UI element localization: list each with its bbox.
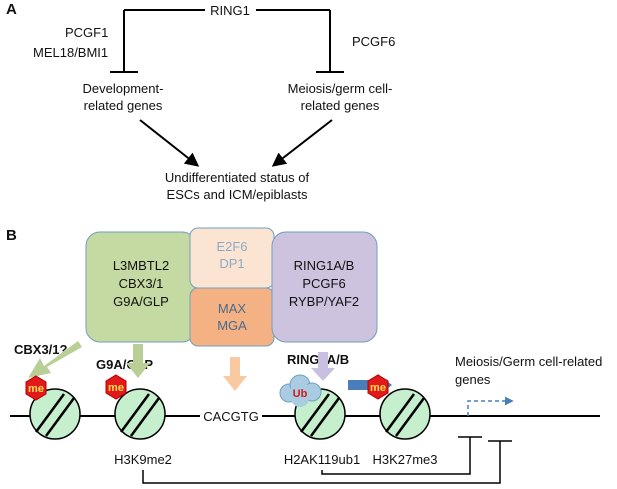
ub-cloud — [279, 374, 322, 407]
me-hex-1 — [25, 375, 47, 401]
nucleosome-1 — [29, 388, 81, 440]
undiff-line1: Undifferentiated status of — [165, 170, 310, 185]
pcgf6-label: PCGF6 — [352, 34, 395, 49]
repression-lines — [142, 436, 512, 484]
max-orange-arrow — [223, 357, 247, 391]
meiosis-genes-line1: Meiosis/germ cell- — [288, 81, 393, 96]
mel18-bmi1-label: MEL18/BMI1 — [33, 45, 108, 60]
panel-a-label: A — [6, 1, 17, 18]
undiff-line2: ESCs and ICM/epiblasts — [167, 187, 308, 202]
ub-text: Ub — [293, 388, 308, 400]
me-text-2: me — [108, 382, 124, 394]
green-box-line1: L3MBTL2 — [113, 258, 169, 273]
h3k9me2-label: H3K9me2 — [114, 452, 172, 467]
arrow-development-to-undiff — [139, 119, 200, 167]
dp1-label: DP1 — [219, 256, 244, 271]
h2ak119ub1-label: H2AK119ub1 — [284, 452, 360, 467]
max-mga-box — [189, 287, 275, 347]
h3k27me3-label: H3K27me3 — [372, 452, 437, 467]
ring1-label: RING1 — [210, 3, 250, 18]
ring-purple-arrow — [311, 352, 335, 381]
arrow-meiosis-to-undiff — [271, 119, 333, 167]
ring1ab-complex-box — [271, 231, 378, 343]
purple-box-line2: PCGF6 — [302, 276, 345, 291]
me-text-3: me — [370, 382, 386, 394]
nucleosome-4 — [379, 388, 431, 440]
ring1-inhibition-lines — [110, 9, 344, 73]
meiosis-genes-b-line2: genes — [455, 372, 491, 387]
development-genes-line1: Development- — [83, 81, 164, 96]
tss-arrow — [467, 396, 514, 416]
g9a-green-arrow — [126, 344, 150, 378]
purple-box-line3: RYBP/YAF2 — [289, 294, 359, 309]
e2f6-label: E2F6 — [216, 239, 247, 254]
development-genes-line2: related genes — [84, 98, 163, 113]
meiosis-genes-line2: related genes — [301, 98, 380, 113]
green-box-line2: CBX3/1 — [119, 276, 164, 291]
purple-box-line1: RING1A/B — [294, 258, 355, 273]
nucleosome-2 — [114, 388, 166, 440]
panel-b-label: B — [6, 227, 17, 244]
cbx-label: CBX3/1? — [14, 342, 68, 357]
me-mark-2 — [105, 374, 127, 400]
green-box-line3: G9A/GLP — [113, 294, 169, 309]
cbx-green-arrow — [28, 341, 82, 378]
pcgf1-label: PCGF1 — [65, 25, 108, 40]
meiosis-genes-b-line1: Meiosis/Germ cell-related — [455, 354, 602, 369]
me-mark-3 — [367, 374, 389, 400]
me-text-1: me — [28, 383, 44, 395]
max-label: MAX — [218, 301, 247, 316]
mga-label: MGA — [217, 318, 247, 333]
cacgtg-motif: CACGTG — [203, 409, 259, 424]
